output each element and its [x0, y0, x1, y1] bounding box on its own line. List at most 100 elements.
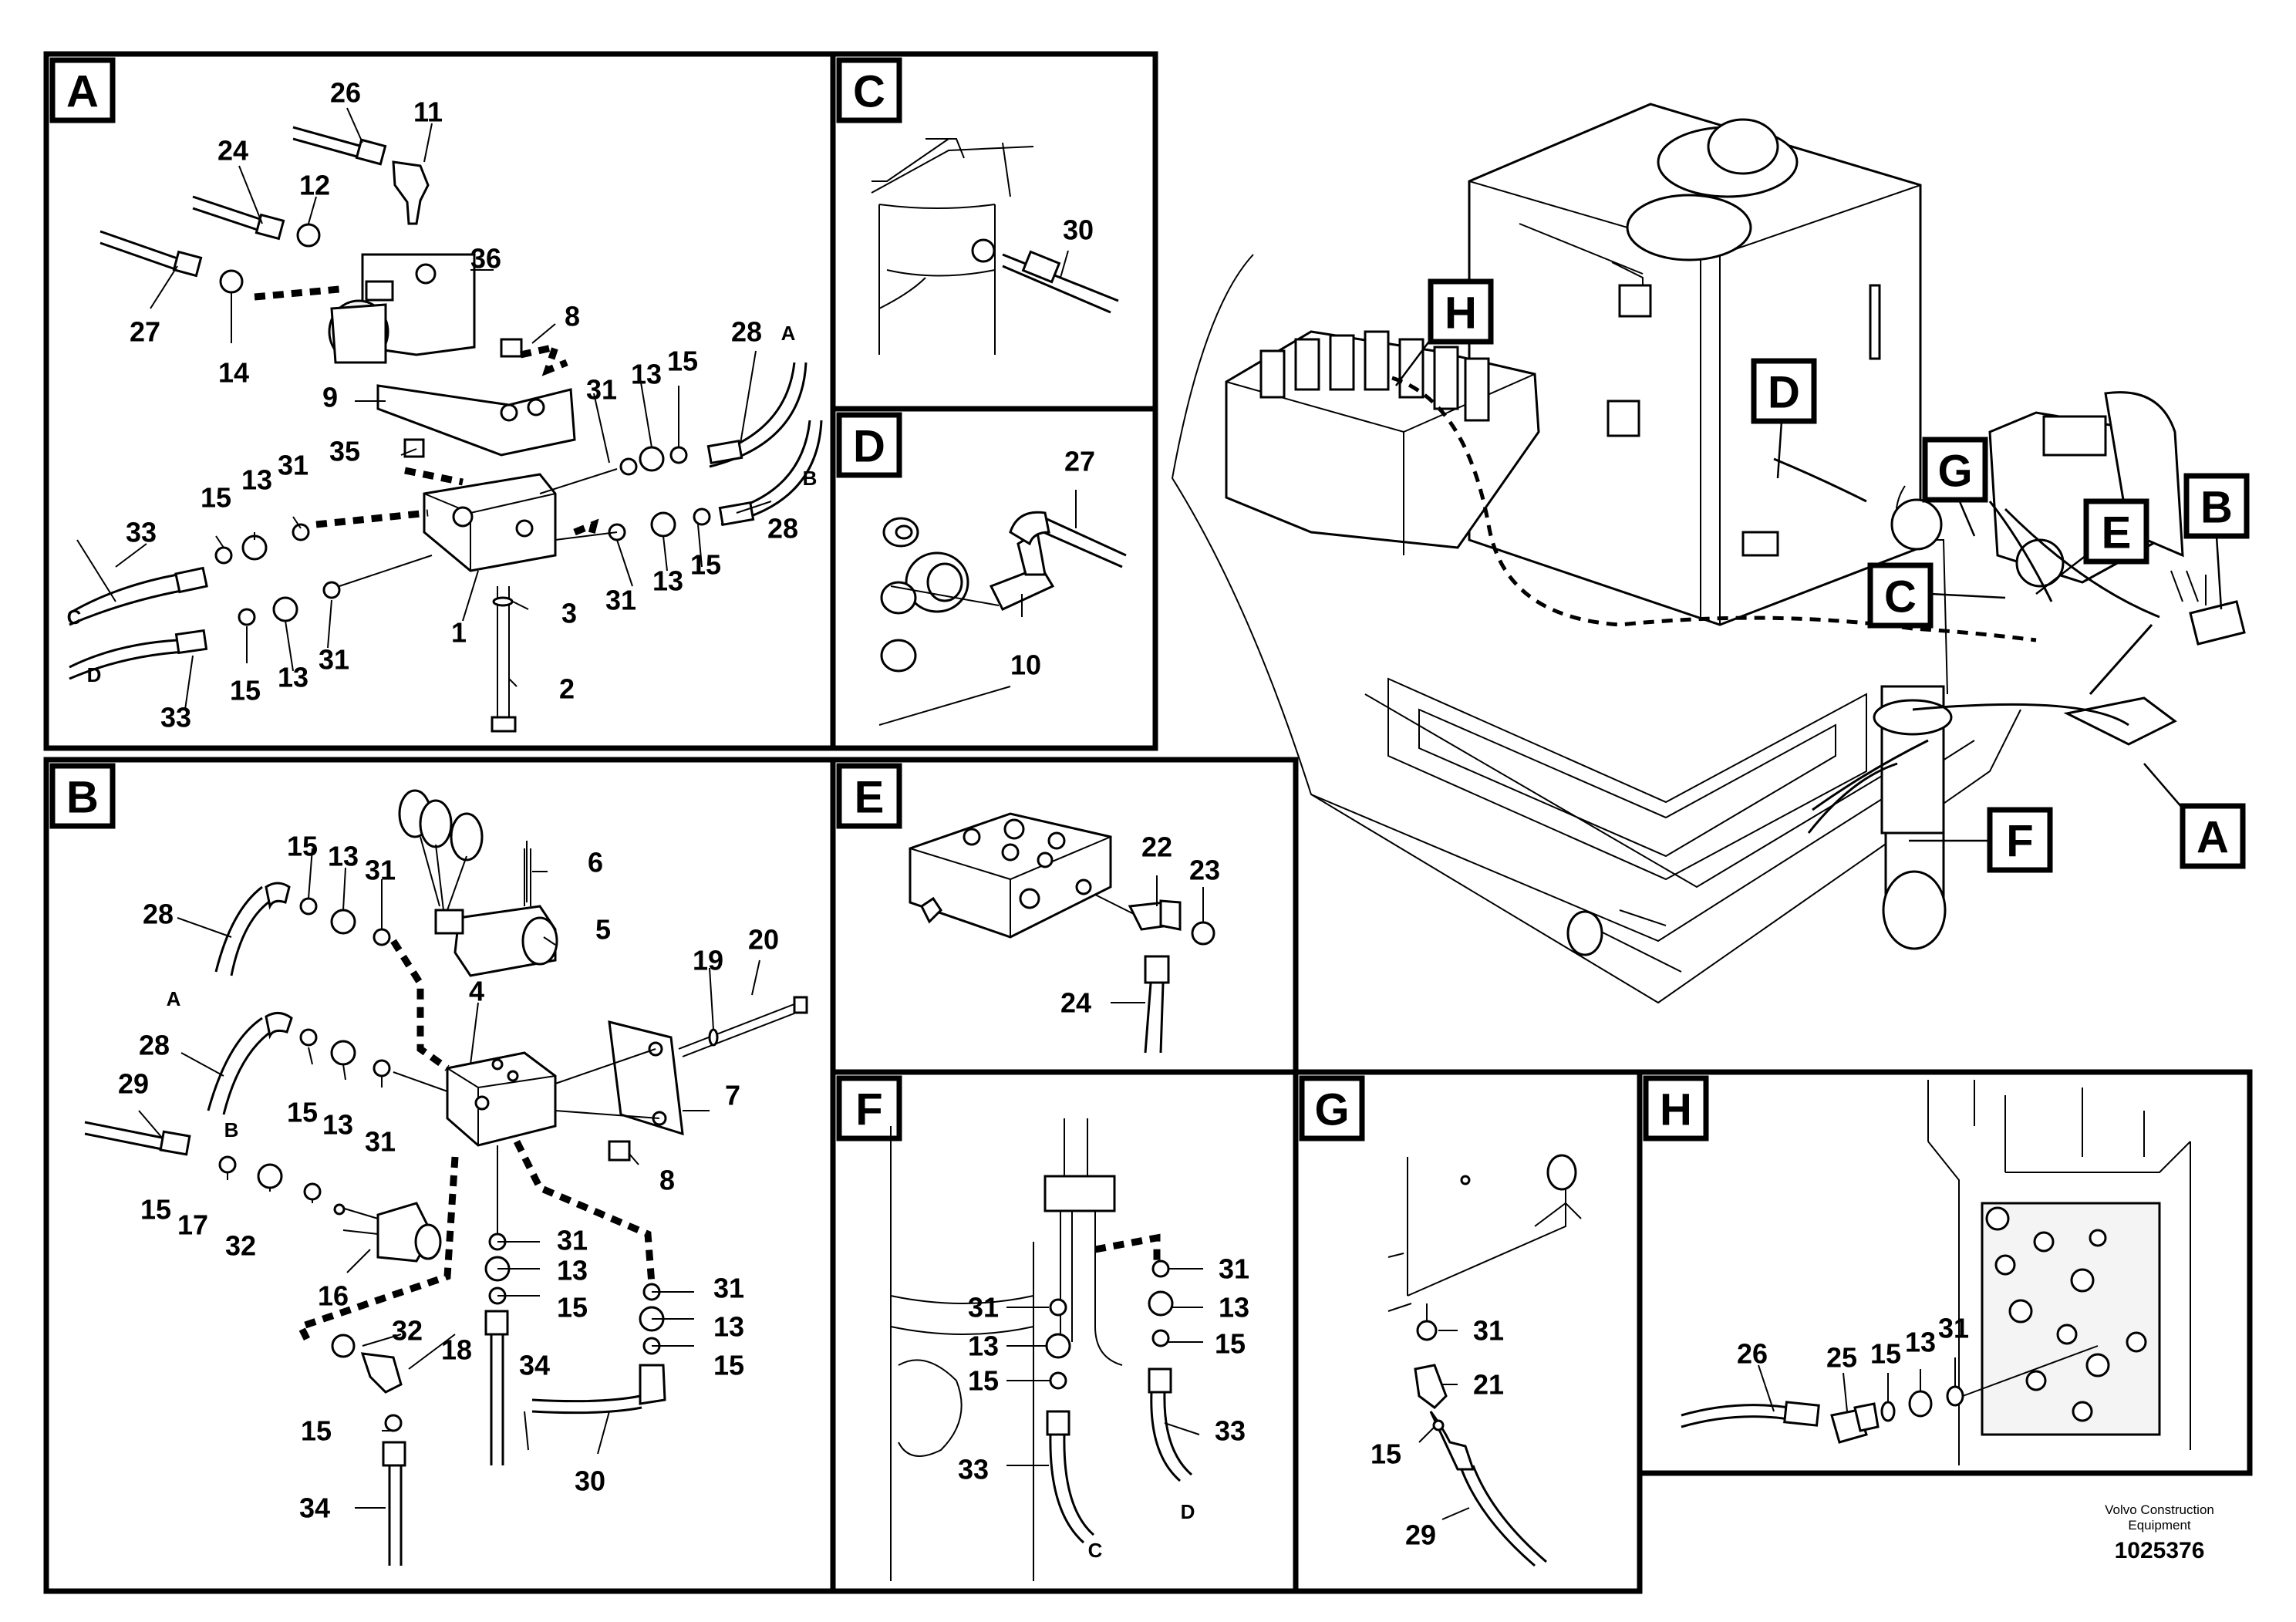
callout-b-15-f: 15	[301, 1415, 332, 1447]
callout-f-15-right: 15	[1215, 1328, 1246, 1360]
callout-b-32-b: 32	[392, 1315, 423, 1347]
callout-a-8: 8	[565, 301, 580, 332]
callout-a-15-mid: 15	[690, 549, 721, 581]
callout-a-9: 9	[322, 382, 338, 413]
callout-a-13-mid: 13	[652, 565, 683, 597]
callout-b-8: 8	[659, 1165, 675, 1196]
callout-e-22: 22	[1141, 831, 1172, 863]
callout-h-26: 26	[1737, 1338, 1768, 1370]
callout-b-29: 29	[118, 1068, 149, 1100]
callout-b-15-e: 15	[713, 1350, 744, 1381]
callout-g-29: 29	[1405, 1519, 1436, 1551]
svg-text:G: G	[1314, 1085, 1349, 1135]
panel-e-frame	[830, 757, 1299, 1075]
callout-b-15-a: 15	[287, 831, 318, 862]
drawing-number: 1025376	[2114, 1538, 2205, 1563]
callout-a-36: 36	[470, 243, 501, 275]
svg-text:A: A	[66, 67, 99, 117]
callout-f-13-left: 13	[968, 1330, 999, 1362]
callout-b-6: 6	[588, 847, 603, 878]
callout-a-24: 24	[217, 135, 248, 167]
svg-text:F: F	[2006, 817, 2033, 867]
svg-text:G: G	[1937, 447, 1972, 497]
svg-text:A: A	[2197, 813, 2229, 863]
panel-h-tag: H	[1643, 1075, 1709, 1141]
svg-text:D: D	[853, 422, 885, 472]
callout-h-25: 25	[1826, 1342, 1857, 1374]
credit-block: Volvo Construction Equipment 1025376	[2082, 1502, 2237, 1564]
callout-b-34-a: 34	[519, 1350, 550, 1381]
callout-b-31-a: 31	[365, 855, 396, 886]
callout-a-33-bottom: 33	[160, 702, 191, 733]
svg-text:F: F	[855, 1085, 882, 1135]
credit-line-1: Volvo Construction	[2105, 1502, 2214, 1517]
callout-f-15-left: 15	[968, 1365, 999, 1397]
callout-b-15-c: 15	[140, 1194, 171, 1226]
callout-a-12: 12	[299, 170, 330, 201]
panel-a-drawing	[69, 107, 823, 733]
callout-a-1: 1	[451, 617, 467, 649]
panel-h-frame	[1637, 1069, 2253, 1476]
panel-f-tag: F	[836, 1075, 902, 1141]
callout-b-17: 17	[177, 1209, 208, 1241]
callout-a-31-bottom: 31	[319, 644, 349, 676]
callout-a-13-left: 13	[241, 464, 272, 496]
callout-b-hose-b: B	[224, 1118, 239, 1141]
callout-h-15: 15	[1870, 1338, 1901, 1370]
panel-f-drawing	[890, 1118, 1203, 1581]
svg-text:C: C	[853, 67, 885, 117]
callout-b-19: 19	[693, 945, 723, 976]
callout-a-hose-c: C	[67, 605, 82, 629]
callout-b-32-a: 32	[225, 1230, 256, 1262]
callout-h-31: 31	[1938, 1313, 1969, 1344]
callout-f-33-left: 33	[958, 1454, 989, 1485]
panel-d-tag: D	[836, 412, 902, 478]
callout-f-31-right: 31	[1219, 1253, 1249, 1285]
callout-g-21: 21	[1473, 1369, 1504, 1401]
callout-a-15-top: 15	[667, 346, 698, 377]
callout-b-31-d: 31	[713, 1273, 744, 1304]
panel-c-drawing	[871, 138, 1119, 355]
overview-callout-g: G	[1922, 437, 1988, 537]
callout-a-hose-d: D	[87, 663, 102, 686]
callout-a-13-bottom: 13	[278, 662, 308, 693]
svg-text:E: E	[2102, 508, 2132, 558]
panel-g-drawing	[1387, 1154, 1582, 1567]
callout-a-31-left: 31	[278, 450, 308, 481]
callout-a-28-top: 28	[731, 316, 762, 348]
callout-b-7: 7	[725, 1080, 740, 1111]
callout-e-23: 23	[1189, 855, 1220, 886]
callout-b-15-d: 15	[557, 1292, 588, 1324]
callout-d-10: 10	[1010, 649, 1041, 681]
panel-g-tag: G	[1299, 1075, 1365, 1141]
callout-g-31: 31	[1473, 1315, 1504, 1347]
svg-text:E: E	[855, 773, 885, 823]
callout-b-31-b: 31	[365, 1126, 396, 1158]
overview-callout-c: C	[1867, 562, 2006, 629]
overview-callout-f: F	[1909, 807, 2053, 873]
panel-g-frame	[1293, 1069, 1643, 1594]
panel-c-tag: C	[836, 57, 902, 123]
callout-a-15-left: 15	[201, 482, 231, 514]
callout-c-30: 30	[1063, 214, 1094, 246]
callout-a-2: 2	[559, 673, 575, 705]
callout-h-13: 13	[1905, 1327, 1936, 1358]
panel-h-drawing	[1681, 1080, 2191, 1465]
svg-text:H: H	[1445, 288, 1477, 339]
callout-a-3: 3	[561, 598, 577, 629]
overview-callout-a: A	[2143, 763, 2246, 869]
callout-f-hose-d: D	[1181, 1500, 1195, 1523]
callout-b-5: 5	[595, 914, 611, 946]
panel-b-drawing	[84, 789, 808, 1566]
callout-b-13-a: 13	[328, 841, 359, 872]
callout-a-14: 14	[218, 357, 249, 389]
callout-a-11: 11	[413, 96, 443, 128]
svg-text:C: C	[1884, 572, 1917, 622]
svg-text:H: H	[1660, 1085, 1692, 1135]
panel-e-drawing	[909, 812, 1215, 1054]
callout-a-35: 35	[329, 436, 360, 467]
callout-a-28-mid: 28	[767, 513, 798, 545]
callout-a-hose-b: B	[803, 467, 818, 490]
callout-b-hose-a: A	[167, 987, 181, 1010]
